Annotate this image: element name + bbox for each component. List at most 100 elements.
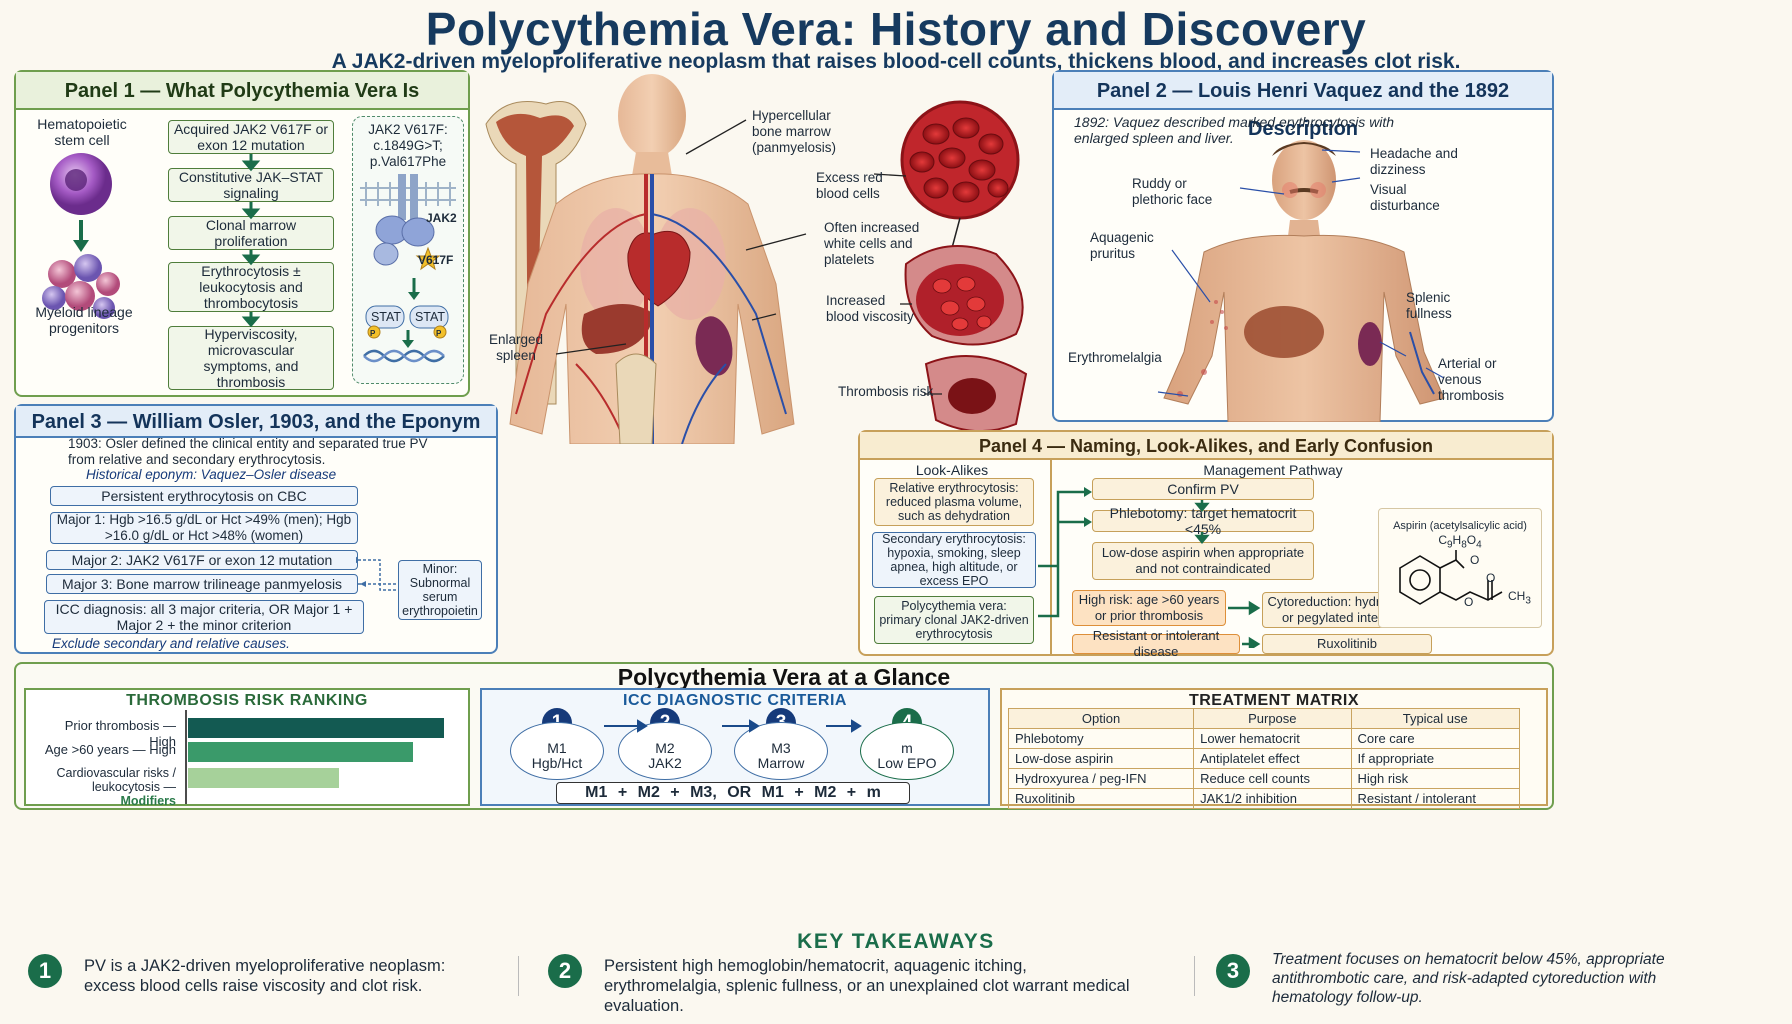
lookalike-connectors xyxy=(1038,487,1092,618)
risk-label-2: Age >60 years — High xyxy=(44,742,176,757)
p-label-2: P xyxy=(436,329,442,338)
stem-cell-label: Hematopoietic stem cell xyxy=(37,116,127,148)
criteria-major-2: Major 2: JAK2 V617F or exon 12 mutation xyxy=(46,550,358,570)
panel-3-desc: 1903: Osler defined the clinical entity … xyxy=(68,436,428,467)
p-label-1: P xyxy=(370,329,376,338)
takeaway-divider-2 xyxy=(1194,956,1195,996)
label-visual: Visual disturbance xyxy=(1370,182,1440,213)
stat-label-1: STAT xyxy=(370,310,402,324)
panel-3: Panel 3 — William Osler, 1903, and the E… xyxy=(14,404,498,654)
vaquez-patient-illustration xyxy=(1157,140,1445,422)
tm-cell: Antiplatelet effect xyxy=(1193,748,1352,769)
stat-label-2: STAT xyxy=(414,310,446,324)
label-excess-rbc: Excess red blood cells xyxy=(816,170,883,201)
label-wbc: Often increased white cells and platelet… xyxy=(824,220,920,267)
label-headache: Headache and dizziness xyxy=(1370,146,1458,177)
pathway-arrows xyxy=(1194,500,1261,648)
icc-title: ICC DIAGNOSTIC CRITERIA xyxy=(623,692,847,709)
pathway-ruxolitinib: Ruxolitinib xyxy=(1262,634,1432,654)
page-subtitle: A JAK2-driven myeloproliferative neoplas… xyxy=(331,50,1461,73)
panel-2: Panel 2 — Louis Henri Vaquez and the 189… xyxy=(1052,70,1554,422)
flow-arrows xyxy=(241,154,261,328)
aspirin-ch3: CH3 xyxy=(1508,589,1531,607)
panel-3-title: Panel 3 — William Osler, 1903, and the E… xyxy=(16,406,496,438)
pathway-title: Management Pathway xyxy=(1203,462,1343,478)
icc-step-1-line1: M1 xyxy=(547,740,567,756)
icc-step-4-line1: m xyxy=(901,740,913,756)
tm-title: TREATMENT MATRIX xyxy=(1188,692,1360,709)
label-erythromelalgia: Erythromelalgia xyxy=(1068,350,1162,365)
pathway-resistant: Resistant or intolerant disease xyxy=(1072,628,1240,659)
flow-step-3: Clonal marrow proliferation xyxy=(168,216,334,250)
criteria-major-1: Major 1: Hgb >16.5 g/dL or Hct >49% (men… xyxy=(50,512,358,544)
aspirin-o-2: O xyxy=(1486,571,1496,585)
tm-header-purpose: Purpose xyxy=(1193,708,1352,729)
glance-panel: Polycythemia Vera at a Glance THROMBOSIS… xyxy=(14,662,1554,810)
criteria-connectors xyxy=(356,556,396,591)
risk-chart xyxy=(185,710,444,804)
tm-cell: Lower hematocrit xyxy=(1193,728,1352,749)
jak2-receptor-icon xyxy=(360,174,456,363)
label-ruddy-face: Ruddy or plethoric face xyxy=(1132,176,1213,207)
tm-cell: High risk xyxy=(1350,768,1520,789)
panel-1: Panel 1 — What Polycythemia Vera Is Hema… xyxy=(14,70,470,397)
stem-cell-icon xyxy=(42,153,120,319)
tm-header-option: Option xyxy=(1007,708,1195,729)
lookalikes-title: Look-Alikes xyxy=(915,462,989,478)
icc-step-1-line2: Hgb/Hct xyxy=(531,755,583,771)
flow-step-1: Acquired JAK2 V617F or exon 12 mutation xyxy=(168,120,334,154)
aspirin-title: Aspirin (acetylsalicylic acid) xyxy=(1393,520,1527,532)
pathway-high-risk: High risk: age >60 years or prior thromb… xyxy=(1072,590,1226,626)
tm-header-use: Typical use xyxy=(1350,708,1520,729)
panel-2-title: Panel 2 — Louis Henri Vaquez and the 189… xyxy=(1054,72,1552,140)
tm-cell: Resistant / intolerant xyxy=(1350,788,1520,809)
risk-bar-1 xyxy=(188,718,444,738)
aspirin-formula: C9H8O4 xyxy=(1438,533,1482,551)
panel-4-divider xyxy=(1050,460,1052,656)
lookalike-secondary: Secondary erythrocytosis: hypoxia, smoki… xyxy=(872,532,1036,588)
anatomy-illustration xyxy=(485,74,1028,444)
label-spleen: Enlarged spleen xyxy=(488,332,544,363)
risk-bar-3 xyxy=(188,768,339,788)
aspirin-structure-icon xyxy=(1399,550,1503,605)
risk-title: THROMBOSIS RISK RANKING xyxy=(126,692,368,709)
lookalike-pv: Polycythemia vera: primary clonal JAK2-d… xyxy=(874,596,1034,644)
takeaway-divider-1 xyxy=(518,956,519,996)
label-arterial: Arterial or venous thrombosis xyxy=(1438,356,1505,403)
progenitors-label: Myeloid lineage progenitors xyxy=(35,304,133,336)
tm-cell: Hydroxyurea / peg-IFN xyxy=(1007,768,1195,789)
takeaway-2: Persistent high hemoglobin/hematocrit, a… xyxy=(604,957,1130,1015)
icc-step-3-line2: Marrow xyxy=(757,755,805,771)
icc-step-2-line1: M2 xyxy=(655,740,675,756)
flow-step-5: Hyperviscosity, microvascular symptoms, … xyxy=(168,326,334,390)
flow-step-4: Erythrocytosis ± leukocytosis and thromb… xyxy=(168,262,334,312)
takeaway-3: Treatment focuses on hematocrit below 45… xyxy=(1272,951,1665,1006)
risk-label-1: Prior thrombosis — High xyxy=(64,718,176,749)
criteria-minor: Minor: Subnormal serum erythropoietin xyxy=(398,560,482,620)
glance-title: Polycythemia Vera at a Glance xyxy=(617,664,951,690)
icc-step-2-line2: JAK2 xyxy=(648,755,682,771)
aspirin-o-3: O xyxy=(1464,595,1474,609)
page-title: Polycythemia Vera: History and Discovery xyxy=(425,3,1367,55)
panel-4: Panel 4 — Naming, Look-Alikes, and Early… xyxy=(858,430,1554,659)
criteria-cbc: Persistent erythrocytosis on CBC xyxy=(50,486,358,506)
panel-1-title: Panel 1 — What Polycythemia Vera Is xyxy=(16,72,468,110)
risk-label-3: Cardiovascular risks / leukocytosis — Mo… xyxy=(56,766,176,808)
tm-cell: Phlebotomy xyxy=(1007,728,1195,749)
takeaway-num-2: 2 xyxy=(548,954,582,988)
icc-arrows xyxy=(604,719,862,733)
risk-bar-2 xyxy=(188,742,413,762)
label-thrombosis: Thrombosis risk xyxy=(838,384,934,399)
takeaway-num-1: 1 xyxy=(28,954,62,988)
aspirin-box xyxy=(1378,508,1542,628)
mutation-label: JAK2 V617F: c.1849G>T; p.Val617Phe xyxy=(368,122,448,169)
